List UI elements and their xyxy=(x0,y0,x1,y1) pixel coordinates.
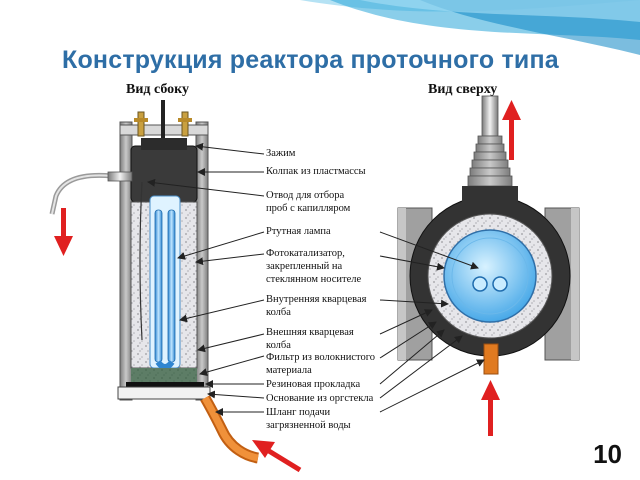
label-base: Основание из оргстекла xyxy=(266,393,374,404)
label-filter-2: материала xyxy=(266,365,312,376)
flow-arrow-in xyxy=(252,440,302,473)
label-outer-flask-1: Внешняя кварцевая xyxy=(266,327,354,338)
label-gasket: Резиновая прокладка xyxy=(266,379,361,390)
top-flow-arrow-in xyxy=(481,380,500,436)
label-outer-flask-2: колба xyxy=(266,340,291,351)
page-title: Конструкция реактора проточного типа xyxy=(62,46,559,74)
label-plastic-cap: Колпак из пластмассы xyxy=(266,166,366,177)
label-hose-2: загрязненной воды xyxy=(266,420,351,431)
label-inner-flask-2: колба xyxy=(266,307,291,318)
side-view-label: Вид сбоку xyxy=(126,82,190,97)
top-leader-lines xyxy=(379,231,485,413)
top-view-reactor xyxy=(397,95,580,375)
label-filter-1: Фильтр из волокнистого xyxy=(266,352,376,363)
label-photocatalyst-1: Фотокатализатор, xyxy=(266,248,345,259)
flow-arrow-out xyxy=(54,208,73,256)
top-view-label: Вид сверху xyxy=(428,82,498,97)
label-hose-1: Шланг подачи xyxy=(266,407,331,418)
slide-number: 10 xyxy=(593,439,622,469)
label-photocatalyst-2: закрепленный на xyxy=(266,261,343,272)
label-clamp: Зажим xyxy=(266,148,296,159)
decorative-wave xyxy=(300,0,640,55)
top-flow-arrow-up xyxy=(502,100,521,160)
label-photocatalyst-3: стеклянном носителе xyxy=(266,274,362,285)
label-lamp: Ртутная лампа xyxy=(266,226,331,237)
leader-lines xyxy=(147,142,265,416)
label-sampling-outlet-2: проб с капилляром xyxy=(266,203,351,214)
label-inner-flask-1: Внутренняя кварцевая xyxy=(266,294,367,305)
side-view-reactor xyxy=(49,100,260,464)
label-sampling-outlet-1: Отвод для отбора xyxy=(266,190,345,201)
